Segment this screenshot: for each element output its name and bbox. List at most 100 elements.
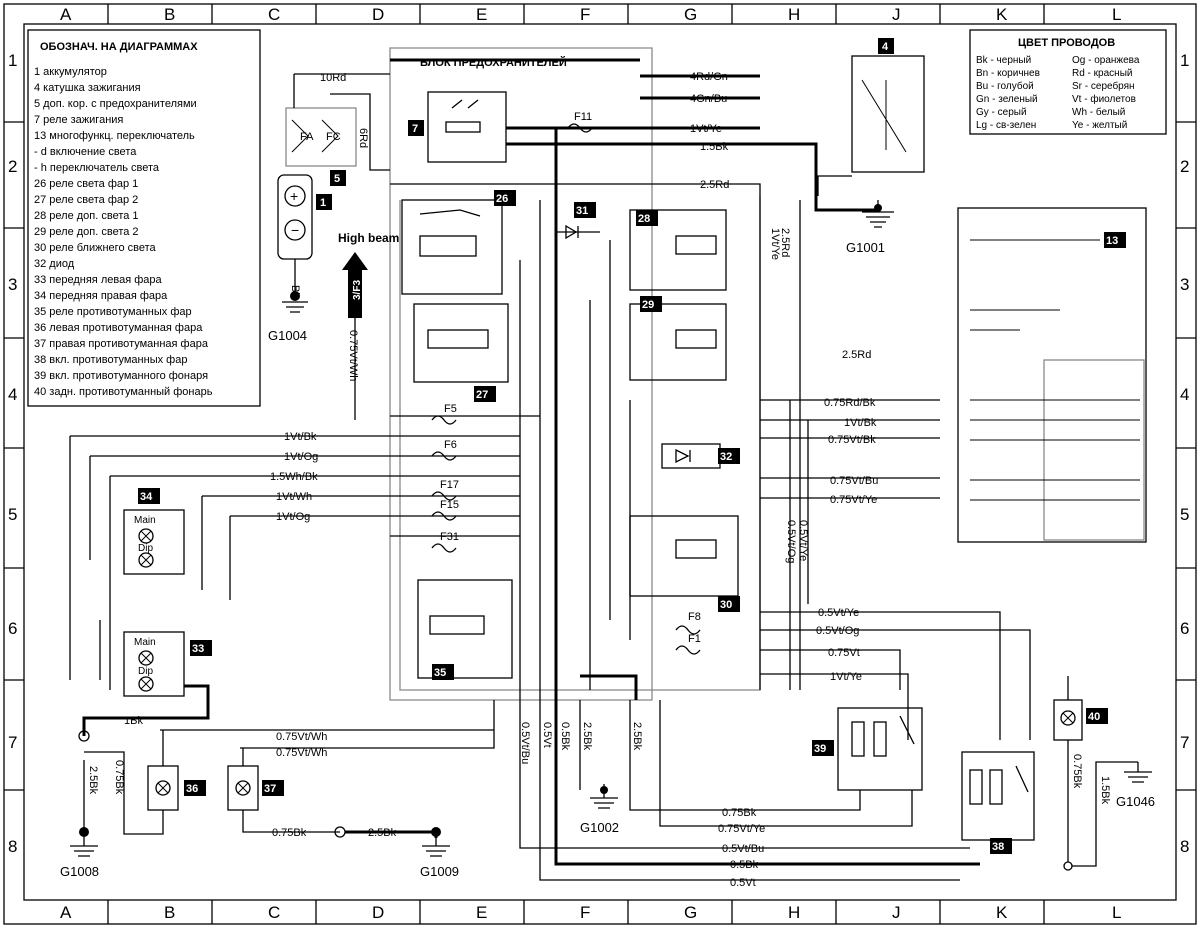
- svg-text:33: 33: [192, 643, 204, 655]
- badge-40: 40: [1086, 708, 1108, 724]
- wire-label: 1Vt/Wh: [276, 491, 312, 503]
- col-label: C: [268, 903, 280, 922]
- col-label: G: [684, 5, 697, 24]
- fuse-label: F1: [688, 633, 701, 645]
- legend-item: 26 реле света фар 1: [34, 178, 138, 190]
- relay-35: [417, 579, 513, 679]
- col-label: K: [996, 5, 1008, 24]
- ground-label: G1001: [846, 240, 885, 255]
- switch-38: [961, 751, 1035, 841]
- color-code: Lg - св-зелен: [976, 120, 1036, 131]
- row-label: 7: [8, 733, 17, 752]
- wire-label: 0.75Bk: [722, 807, 757, 819]
- fuse-block-5: FA FC 10Rd 6Rd: [285, 72, 390, 171]
- legend-item: 30 реле ближнего света: [34, 242, 157, 254]
- ground-label: G1046: [1116, 794, 1155, 809]
- wire-label: 2.5Bk: [368, 827, 397, 839]
- wire-label: 2.5Bk: [631, 722, 643, 751]
- color-code: Rd - красный: [1072, 68, 1132, 79]
- fuse-label: FC: [326, 131, 341, 143]
- legend-title: ОБОЗНАЧ. НА ДИАГРАММАХ: [40, 41, 198, 53]
- relay-27: [413, 303, 509, 383]
- badge-39: 39: [812, 740, 834, 756]
- row-label: 8: [8, 837, 17, 856]
- legend-item: 29 реле доп. света 2: [34, 226, 139, 238]
- col-label: E: [476, 903, 487, 922]
- wire-label: 6Rd: [357, 128, 369, 148]
- component-legend: ОБОЗНАЧ. НА ДИАГРАММАХ 1 аккумулятор 4 к…: [27, 29, 261, 407]
- badge-37: 37: [262, 780, 284, 796]
- legend-item: - h переключатель света: [34, 162, 160, 174]
- col-label: H: [788, 903, 800, 922]
- multifunction-switch-13: [957, 207, 1147, 543]
- relay-30: [629, 515, 739, 597]
- wire-label: 1.5Bk: [1099, 776, 1111, 805]
- legend-item: 1 аккумулятор: [34, 66, 107, 78]
- fuse-f8: F8: [675, 611, 701, 635]
- lamp-dip-label: Dip: [138, 543, 153, 554]
- svg-text:27: 27: [476, 389, 488, 401]
- row-label: 5: [8, 505, 17, 524]
- ground-g1046: G1046: [1116, 762, 1155, 809]
- ground-g1004: G1004: [268, 291, 308, 343]
- wire-labels: 4Rd/Gn 4Gn/Bu 1Vt/Ye 1.5Bk 2.5Rd 1Vt/Ye …: [87, 71, 1111, 889]
- row-label: 5: [1180, 505, 1189, 524]
- color-code: Ye - желтый: [1072, 120, 1127, 131]
- svg-text:29: 29: [642, 299, 654, 311]
- wire-label: 0.5Vt: [730, 877, 756, 889]
- row-label: 2: [8, 157, 17, 176]
- col-label: D: [372, 5, 384, 24]
- fuse-f6: F6: [431, 439, 457, 461]
- legend-item: 27 реле света фар 2: [34, 194, 138, 206]
- legend-item: 4 катушка зажигания: [34, 82, 141, 94]
- svg-text:13: 13: [1106, 235, 1118, 247]
- lamp-main-label: Main: [134, 637, 156, 648]
- badge-34: 34: [138, 488, 160, 504]
- fuse-f15: F15: [431, 499, 459, 521]
- wire-label: 0.75Vt/Bu: [830, 475, 878, 487]
- legend-item: 38 вкл. противотуманных фар: [34, 354, 187, 366]
- svg-text:31: 31: [576, 205, 588, 217]
- component-badges: 1 4 5 7 13 26 27 28 29 30 31 32 33 34 35…: [138, 38, 1126, 854]
- fuse-label: F31: [440, 531, 459, 543]
- badge-33: 33: [190, 640, 212, 656]
- col-label: B: [164, 903, 175, 922]
- wire-label: 0.75Vt/Wh: [347, 330, 359, 381]
- component-4: [817, 55, 925, 196]
- svg-text:−: −: [291, 222, 299, 238]
- wire-label: 4Rd/Gn: [690, 71, 728, 83]
- col-label: B: [164, 5, 175, 24]
- svg-text:28: 28: [638, 213, 650, 225]
- wire-label: 0.5Vt/Og: [816, 625, 859, 637]
- wire-label: 4Gn/Bu: [690, 93, 727, 105]
- col-label: C: [268, 5, 280, 24]
- fuse-label: F15: [440, 499, 459, 511]
- wire-label: 0.5Vt/Ye: [797, 520, 809, 561]
- color-code: Vt - фиолетов: [1072, 93, 1136, 105]
- svg-text:38: 38: [992, 841, 1004, 853]
- fuse-f17: F17: [431, 479, 459, 501]
- fuse-label: F6: [444, 439, 457, 451]
- badge-36: 36: [184, 780, 206, 796]
- col-label: J: [892, 5, 901, 24]
- legend-item: 32 диод: [34, 258, 75, 270]
- row-label: 3: [1180, 275, 1189, 294]
- fuse-label: F11: [574, 111, 592, 123]
- headlamp-33: Main Dip: [78, 631, 210, 742]
- svg-text:35: 35: [434, 667, 446, 679]
- col-label: A: [60, 903, 72, 922]
- fuse-f1: F1: [675, 633, 701, 655]
- svg-text:5: 5: [334, 173, 340, 185]
- wire-label: 0.75Vt/Bk: [828, 434, 876, 446]
- col-label: E: [476, 5, 487, 24]
- wire-label: 1Vt/Ye: [769, 228, 781, 260]
- badge-1: 1: [316, 194, 332, 210]
- wire-label: 1.5Bk: [700, 141, 729, 153]
- wire-label: 0.5Bk: [730, 859, 759, 871]
- wire-label: 2.5Bk: [87, 766, 99, 795]
- color-code: Bu - голубой: [976, 80, 1034, 92]
- legend-item: 34 передняя правая фара: [34, 290, 168, 302]
- col-label: D: [372, 903, 384, 922]
- fuse-label: F8: [688, 611, 701, 623]
